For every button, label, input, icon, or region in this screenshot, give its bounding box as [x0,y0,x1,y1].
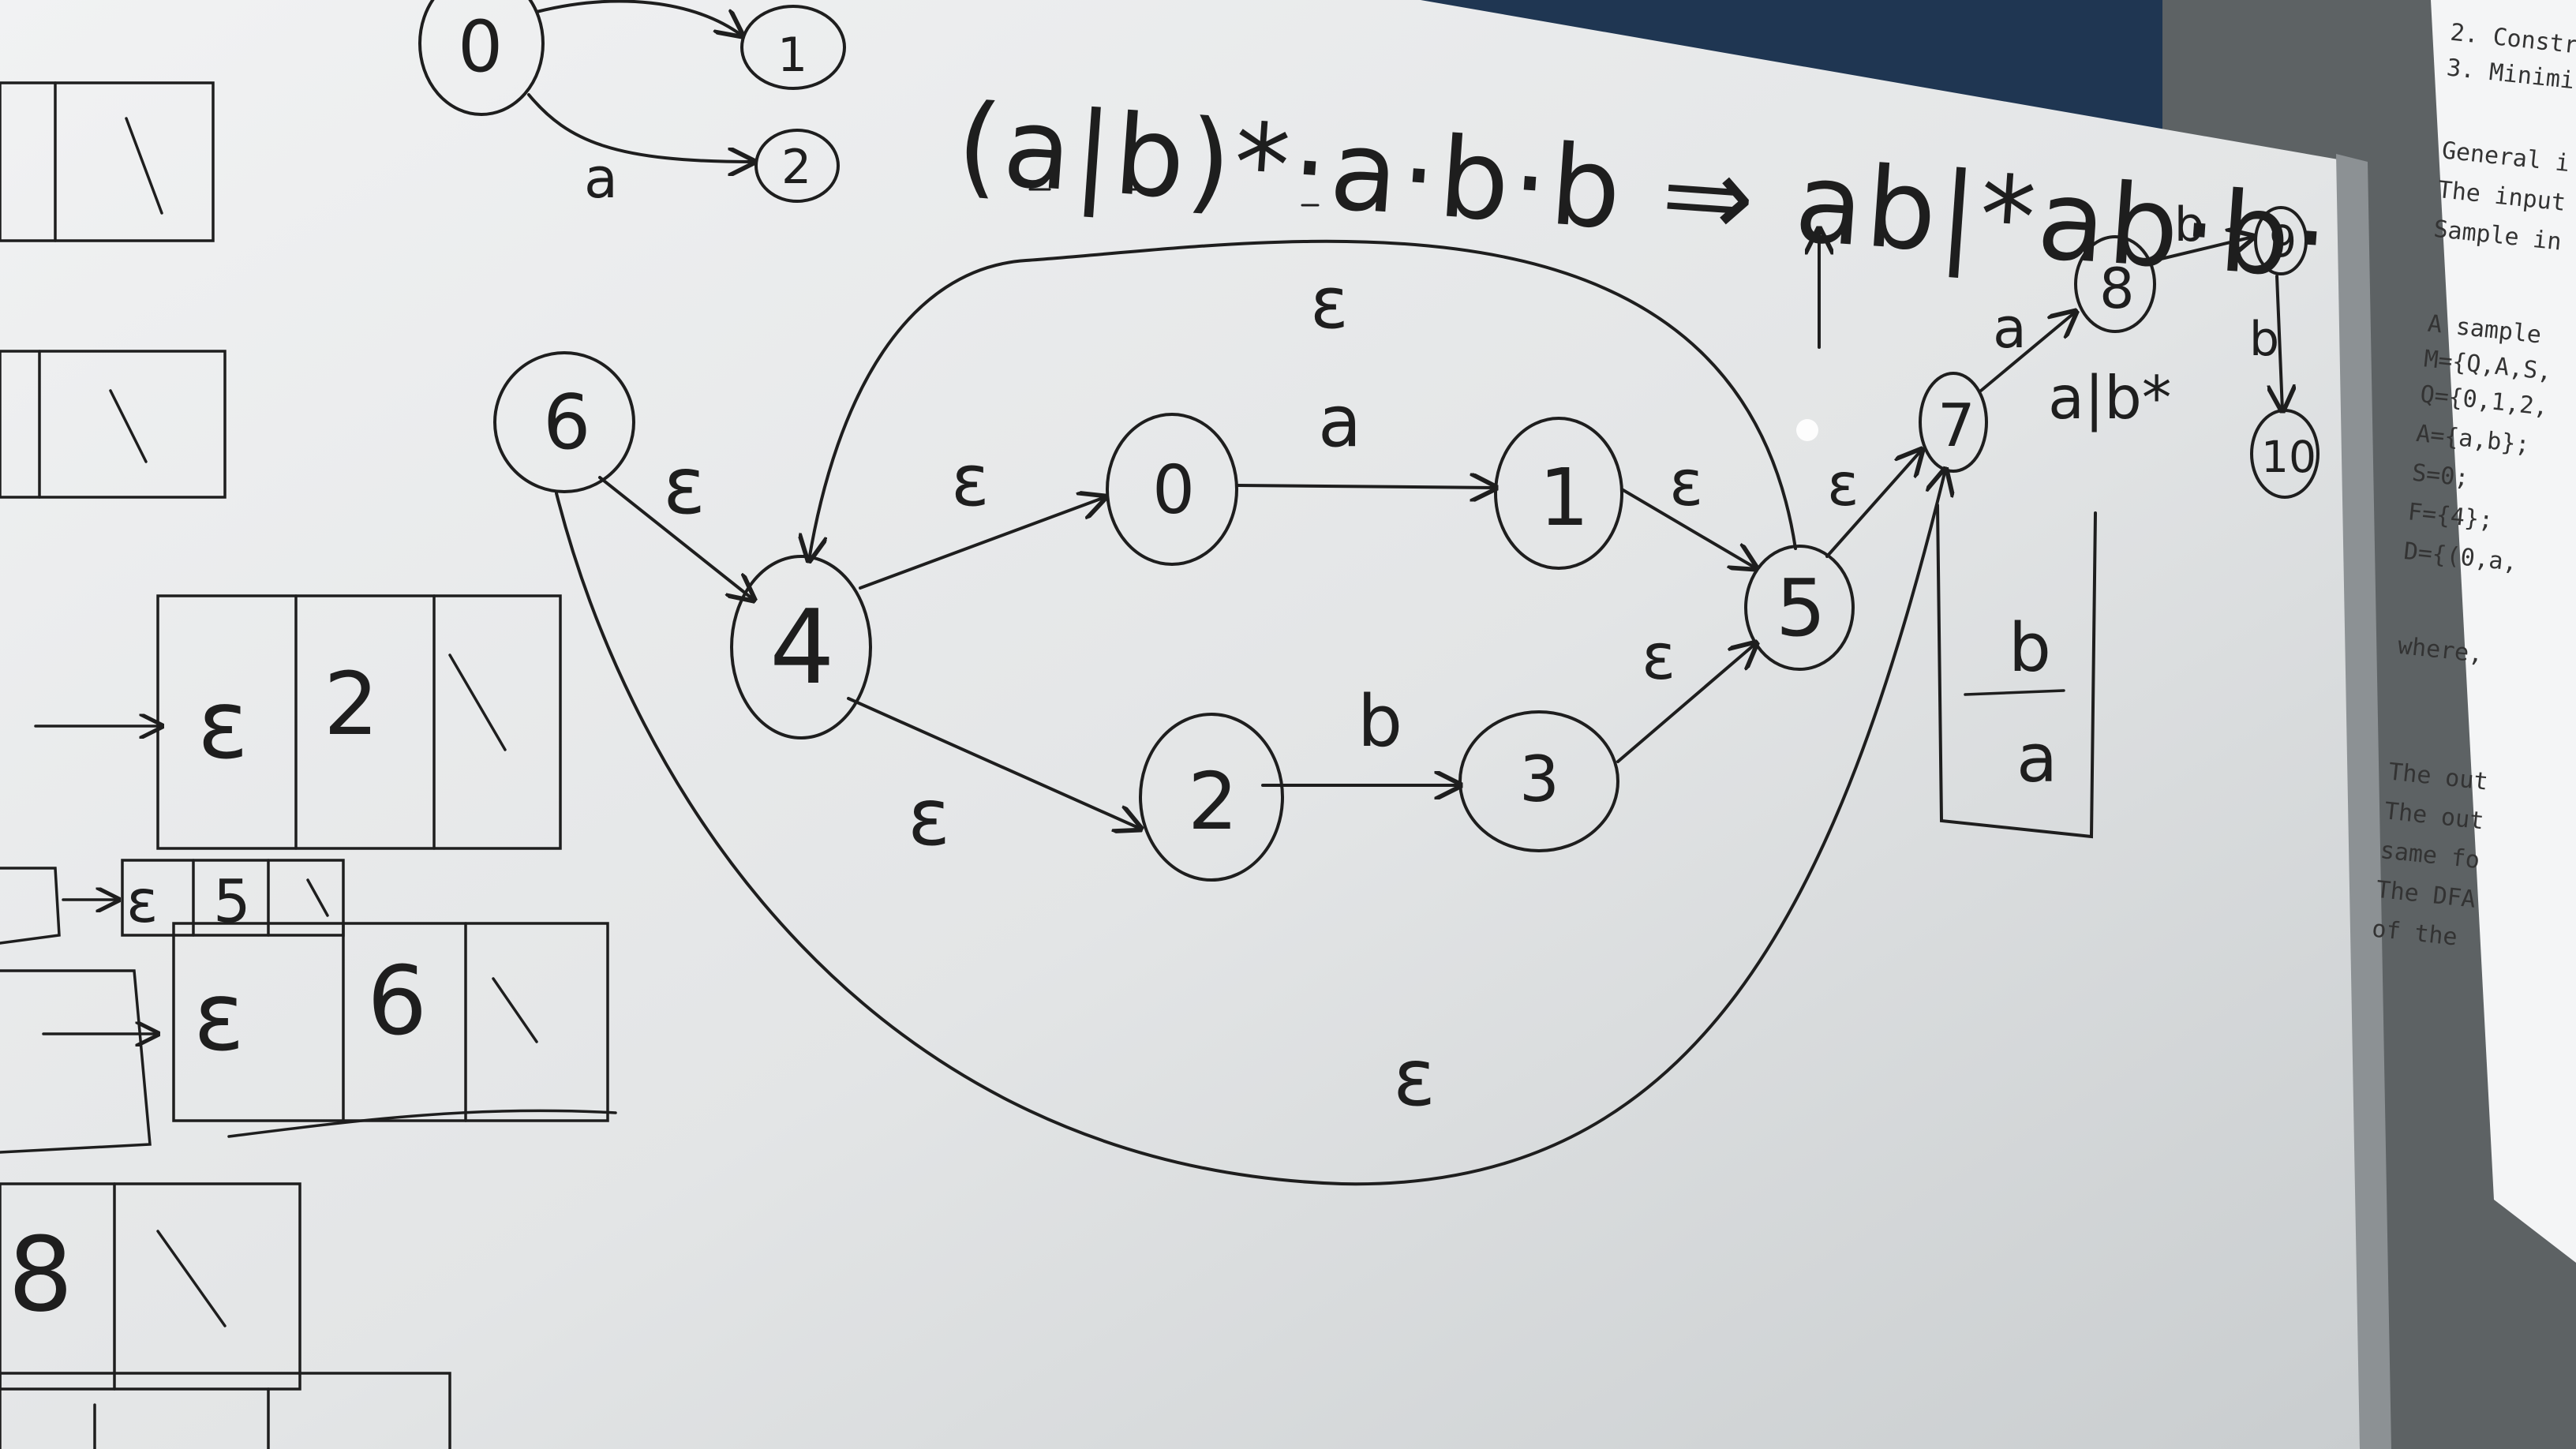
edge-7-8 [1979,312,2076,392]
table-4-cell-1: ε [126,867,159,936]
nfa-label-4: 4 [769,587,835,707]
light-glare [1796,419,1818,441]
left-table-4 [121,859,345,937]
proj-line: S=0; [2411,459,2471,492]
top-state-0 [418,0,545,116]
nfa-label-0: 0 [1152,451,1195,530]
table-3-cell-1: ε [197,671,249,781]
edge-6-4 [598,476,754,600]
nfa-label-5: 5 [1776,562,1826,654]
edge-label-1-5: ε [1669,447,1703,520]
left-table-5 [172,922,609,1122]
nfa-state-6 [493,351,635,493]
side-note: a|b* [2048,363,2171,432]
edge-5-4-loop [809,239,1797,560]
table-3-cell-2: 2 [324,653,379,754]
edge-label-5-7: ε [1827,450,1859,519]
edge-0-1 [1236,485,1496,488]
nfa-state-0 [1106,413,1238,566]
edge-label-9-10: b [2249,312,2279,367]
table-5-cell-2: 6 [367,947,427,1057]
edge-1-5 [1620,488,1756,568]
left-table-7 [0,1372,451,1449]
nfa-label-6: 6 [543,380,590,466]
edge-label-6-4: ε [663,440,706,532]
top-edge-0-2 [527,93,754,162]
table-4-cell-2: 5 [213,867,251,936]
edge-3-5 [1616,643,1756,763]
left-tables [0,81,617,1449]
top-state-label-2: 2 [781,140,811,195]
left-table-6 [0,1182,301,1391]
top-state-label-0: 0 [458,6,503,88]
stack-box [1936,504,2097,839]
top-state-label-1: 1 [777,28,807,83]
edge-4-2 [847,697,1140,829]
top-edge-label: a [584,146,618,211]
edge-9-10 [2277,275,2282,410]
projector-panel [2431,0,2576,1263]
nfa-state-2 [1139,713,1284,882]
nfa-label-1: 1 [1539,451,1589,544]
table-6-cell-1: 8 [8,1215,73,1335]
nfa-label-8: 8 [2099,256,2135,321]
edge-8-9 [2153,237,2253,262]
left-table-2 [0,350,227,499]
edge-label-2-3: b [1357,680,1402,763]
nfa-label-10: 10 [2261,432,2316,482]
edge-label-8-9: b [2174,197,2204,253]
edge-label-4-2: ε [908,771,950,863]
nfa-state-5 [1744,545,1855,671]
table-5-cell-1: ε [193,963,245,1073]
edge-label-3-5: ε [1642,620,1676,694]
nfa-state-8 [2074,235,2156,333]
edge-label-6-7: ε [1393,1032,1436,1124]
nfa-label-9: 9 [2269,216,2297,267]
stack-top: b [2009,609,2051,687]
edge-6-7-bypass [555,470,1945,1186]
edge-4-0 [859,497,1105,590]
top-state-1 [740,5,846,90]
whiteboard-frame [2336,154,2391,1449]
nfa-label-3: 3 [1519,743,1559,816]
left-table-1 [0,81,215,242]
top-edge-0-1 [535,0,742,36]
edge-5-7 [1825,450,1922,558]
edge-label-0-1: a [1318,380,1361,463]
stack-bottom: a [2016,720,2057,798]
stack-divider [1964,689,2065,696]
edge-label-7-8: a [1993,296,2027,361]
edge-label-4-0: ε [951,440,990,522]
nfa-label-2: 2 [1188,755,1238,848]
nfa-label-7: 7 [1938,391,1975,460]
edge-label-loop: ε [1310,262,1349,345]
